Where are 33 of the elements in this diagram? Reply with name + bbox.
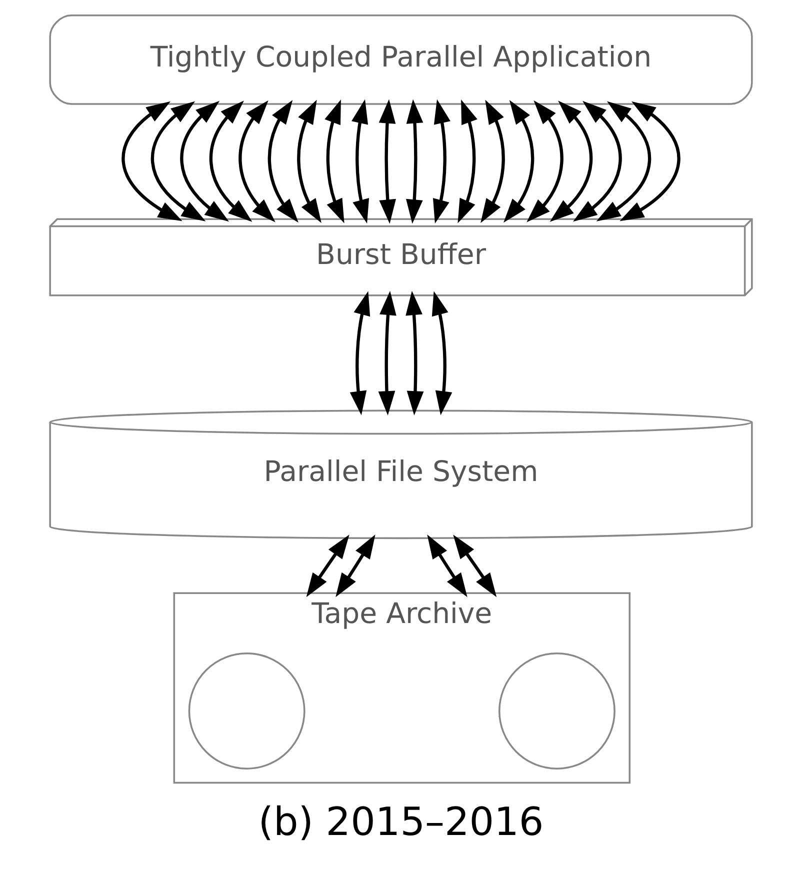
caption: (b) 2015–2016 bbox=[258, 800, 544, 846]
arrow bbox=[550, 100, 593, 222]
arrow bbox=[406, 290, 424, 416]
arrow bbox=[504, 100, 534, 223]
arrow bbox=[378, 99, 396, 224]
arrow bbox=[453, 534, 497, 598]
arrow bbox=[268, 100, 298, 223]
arrow bbox=[297, 100, 322, 223]
arrow bbox=[596, 101, 651, 222]
node-circle bbox=[188, 652, 306, 770]
cluster: Tape Archive bbox=[173, 592, 630, 784]
arrow bbox=[180, 100, 229, 222]
arrow bbox=[480, 100, 505, 223]
arrow bbox=[406, 99, 424, 224]
arrow bbox=[526, 100, 564, 222]
arrow bbox=[238, 100, 276, 222]
node-circle bbox=[498, 652, 616, 770]
arrow bbox=[350, 291, 370, 416]
arrow bbox=[620, 101, 680, 222]
arrow bbox=[573, 100, 622, 222]
arrow bbox=[122, 101, 182, 222]
arrow bbox=[324, 100, 344, 224]
arrow bbox=[352, 99, 370, 224]
arrow bbox=[336, 534, 376, 598]
arrow bbox=[432, 99, 450, 224]
arrow bbox=[432, 291, 452, 416]
arrow bbox=[151, 101, 206, 222]
arrow bbox=[378, 290, 396, 416]
arrow bbox=[209, 100, 252, 222]
node-box: Tightly Coupled Parallel Application bbox=[49, 14, 753, 105]
arrow bbox=[458, 100, 478, 224]
arrow bbox=[427, 534, 468, 598]
arrow bbox=[306, 534, 350, 598]
